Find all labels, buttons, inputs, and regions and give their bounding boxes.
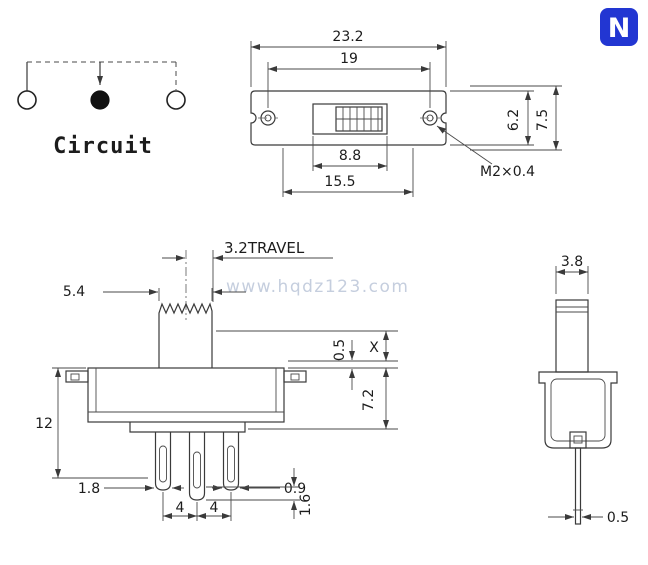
watermark-text: www.hqdz123.com — [226, 277, 410, 297]
top-view: 23.2 19 8.8 15.5 6.2 7.5 M2×0.4 — [250, 29, 562, 197]
terminal-pin-right — [222, 432, 240, 491]
terminal-common — [90, 90, 110, 110]
dim-knob-width: 5.4 — [63, 284, 85, 300]
dim-front-body-height: 7.2 — [361, 389, 377, 411]
side-view: 3.8 0.5 — [538, 254, 629, 526]
dim-pitch-b: 4 — [210, 500, 219, 516]
dim-knob-depth: 3.8 — [561, 254, 583, 270]
dim-plate-span: 15.5 — [324, 174, 355, 190]
switch-top-body — [250, 90, 447, 146]
terminal-right — [166, 90, 186, 110]
mounting-ear-left — [65, 370, 89, 383]
terminal-pin-middle — [188, 432, 206, 501]
terminal-pin-side — [574, 447, 582, 525]
terminal-pin-left — [154, 432, 172, 491]
dim-overall-height: 7.5 — [535, 109, 551, 131]
dim-pitch-a: 4 — [176, 500, 185, 516]
slider-slot — [312, 103, 388, 135]
thread-callout: M2×0.4 — [480, 164, 535, 180]
dim-hole-spacing: 19 — [340, 51, 358, 67]
terminal-base-inner — [573, 435, 583, 444]
logo-letter: N — [608, 13, 631, 44]
dim-pin-width: 1.8 — [78, 481, 100, 497]
side-body-inner — [550, 378, 606, 442]
slider-knob-top — [335, 106, 383, 132]
dim-knob-height-x: X — [369, 340, 379, 356]
slider-knob-side — [555, 299, 589, 373]
circuit-label: Circuit — [53, 134, 153, 159]
dim-body-height: 6.2 — [506, 109, 522, 131]
terminal-base — [569, 431, 587, 449]
dim-overall-width: 23.2 — [332, 29, 363, 45]
travel-label: 3.2TRAVEL — [224, 239, 305, 257]
base-step — [129, 422, 246, 433]
dim-front-overall-height: 12 — [35, 416, 53, 432]
front-view: 3.2TRAVEL 5.4 — [35, 239, 398, 521]
circuit-diagram: Circuit — [17, 61, 186, 159]
switch-side-body — [538, 371, 618, 449]
mounting-ear-right — [283, 370, 307, 383]
dim-plate-gap: 0.5 — [332, 339, 348, 361]
brand-logo: N — [600, 8, 638, 46]
terminal-left — [17, 90, 37, 110]
dim-pin-tip: 1.6 — [298, 494, 314, 516]
logo-background — [600, 8, 638, 46]
dim-slot-width: 8.8 — [339, 148, 361, 164]
dim-pin-thickness: 0.9 — [284, 481, 306, 497]
dim-side-pin-thickness: 0.5 — [607, 510, 629, 526]
slider-knob-front — [158, 302, 213, 368]
switch-front-body — [87, 367, 285, 423]
